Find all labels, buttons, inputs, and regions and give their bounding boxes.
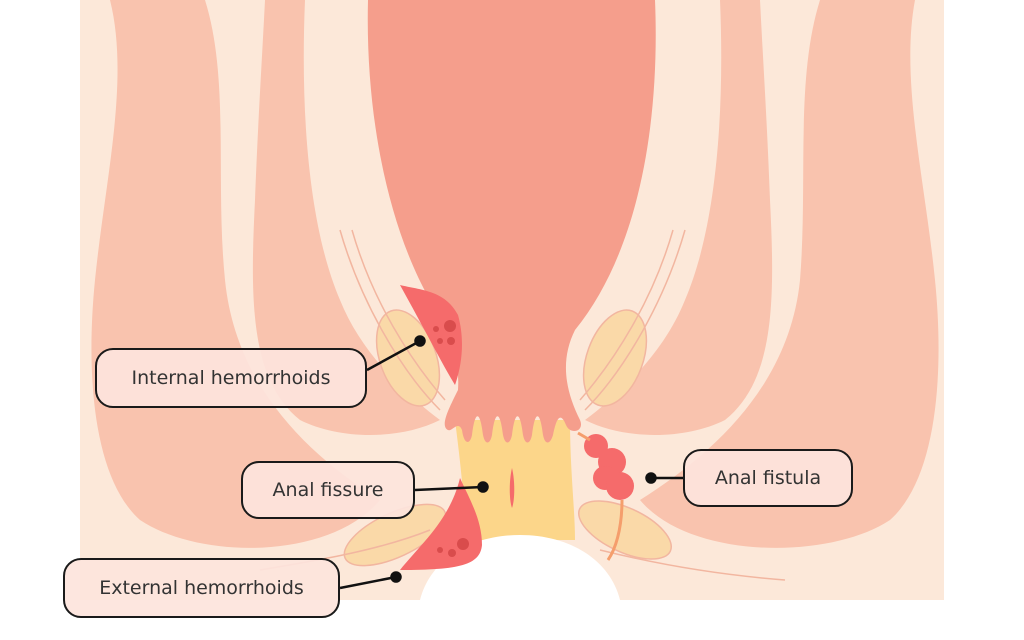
left-inner-muscle [252, 0, 440, 435]
fat-pads [343, 309, 673, 567]
hemorrhoid-dot [447, 337, 455, 345]
label-external-hemorrhoids: External hemorrhoids [63, 558, 340, 618]
hemorrhoid-dot [437, 547, 443, 553]
internal-hemorrhoid [400, 285, 462, 385]
fistula [584, 434, 634, 500]
right-inner-muscle [585, 0, 773, 435]
hemorrhoid-dot [437, 338, 443, 344]
hemorrhoid-dot [457, 538, 469, 550]
label-anal-fissure: Anal fissure [241, 461, 415, 519]
fissure-mark [509, 468, 515, 508]
hemorrhoid-dot [444, 320, 456, 332]
label-anal-fistula: Anal fistula [683, 449, 853, 507]
left-outer-muscle [91, 0, 380, 548]
leader-fissure [414, 485, 484, 492]
fistula-tract [577, 431, 624, 561]
anal-canal [455, 420, 575, 540]
right-outer-muscle [640, 0, 939, 548]
hemorrhoid-dot [433, 326, 439, 332]
hemorrhoid-dot [448, 549, 456, 557]
label-internal-hemorrhoids: Internal hemorrhoids [95, 348, 367, 408]
rectum [367, 0, 656, 443]
leader-external [339, 575, 397, 590]
leader-internal [366, 339, 421, 372]
